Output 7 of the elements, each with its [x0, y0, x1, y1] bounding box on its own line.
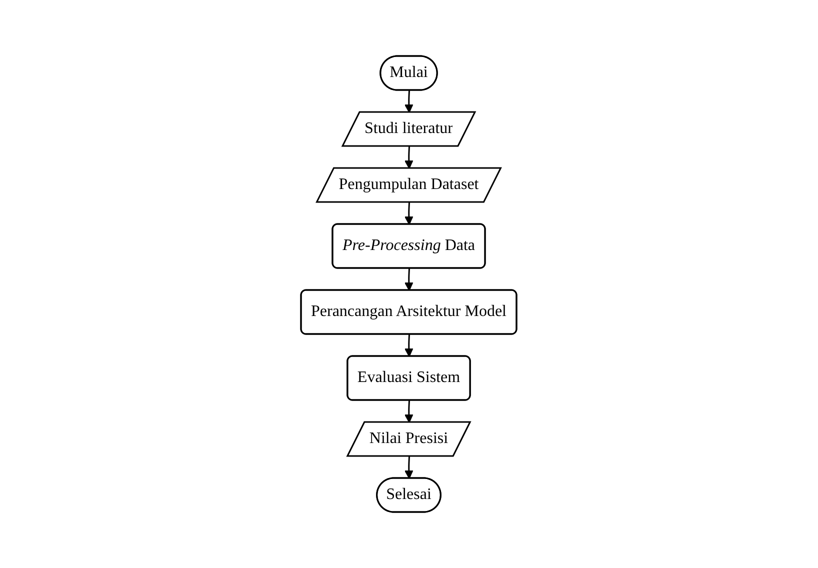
arrow — [404, 456, 414, 479]
arrow — [404, 268, 414, 291]
arrow — [404, 400, 414, 423]
arrow — [404, 202, 414, 225]
arrow — [404, 334, 414, 357]
arrow — [404, 146, 414, 169]
arrow — [404, 90, 414, 113]
